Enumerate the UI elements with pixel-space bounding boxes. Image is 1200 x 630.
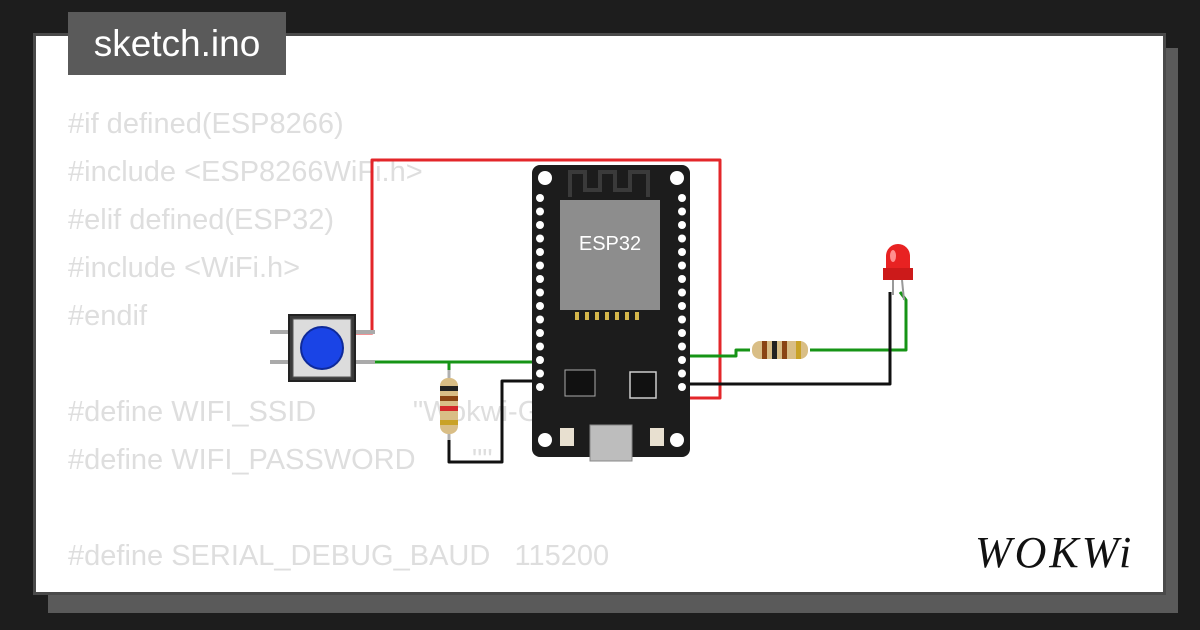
usb-chip bbox=[629, 371, 657, 399]
voltage-regulator bbox=[564, 369, 596, 397]
antenna-trace bbox=[568, 170, 650, 197]
header-pin[interactable] bbox=[536, 356, 544, 364]
header-pin[interactable] bbox=[536, 383, 544, 391]
header-pin[interactable] bbox=[536, 369, 544, 378]
header-pin[interactable] bbox=[678, 302, 686, 310]
code-line: #endif bbox=[68, 300, 148, 332]
code-line: #define WIFI_PASSWORD "" bbox=[68, 444, 493, 476]
push-button[interactable] bbox=[270, 314, 375, 382]
header-pin[interactable] bbox=[678, 369, 686, 378]
chip-label: ESP32 bbox=[579, 233, 641, 255]
wokwi-logo: WOKWi bbox=[975, 528, 1135, 577]
green-wire-led-resistor[interactable] bbox=[682, 348, 750, 358]
esp32-board[interactable]: ESP32 bbox=[532, 165, 690, 462]
black-wire-gnd[interactable] bbox=[447, 379, 540, 464]
code-line: #elif defined(ESP32) bbox=[68, 204, 334, 236]
esp32-module bbox=[560, 200, 660, 310]
header-pin[interactable] bbox=[536, 342, 544, 351]
code-line: #include <WiFi.h> bbox=[68, 252, 301, 284]
header-pin[interactable] bbox=[678, 275, 686, 283]
usb-port bbox=[589, 424, 633, 462]
red-led[interactable] bbox=[883, 244, 913, 301]
en-button[interactable] bbox=[650, 428, 664, 446]
boot-button[interactable] bbox=[560, 428, 574, 446]
header-pin[interactable] bbox=[678, 248, 686, 256]
header-pin[interactable] bbox=[678, 383, 686, 391]
header-pin[interactable] bbox=[678, 207, 686, 216]
header-pin[interactable] bbox=[536, 261, 544, 270]
right-pin-header bbox=[678, 194, 686, 391]
resistor-pulldown[interactable] bbox=[440, 370, 458, 440]
header-pin[interactable] bbox=[678, 261, 686, 270]
header-pin[interactable] bbox=[678, 342, 686, 351]
header-pin[interactable] bbox=[678, 329, 686, 337]
header-pin[interactable] bbox=[678, 194, 686, 202]
code-line: #define SERIAL_DEBUG_BAUD 115200 bbox=[68, 540, 610, 572]
header-pin[interactable] bbox=[678, 288, 686, 297]
module-pads bbox=[575, 312, 639, 320]
left-pin-header bbox=[536, 194, 544, 391]
header-pin[interactable] bbox=[678, 234, 686, 243]
header-pin[interactable] bbox=[536, 234, 544, 243]
header-pin[interactable] bbox=[536, 207, 544, 216]
green-wire-led[interactable] bbox=[810, 291, 908, 352]
header-pin[interactable] bbox=[536, 302, 544, 310]
header-pin[interactable] bbox=[536, 194, 544, 202]
mounting-holes bbox=[538, 171, 684, 447]
header-pin[interactable] bbox=[678, 356, 686, 364]
button-cap[interactable] bbox=[300, 326, 344, 370]
header-pin[interactable] bbox=[536, 221, 544, 229]
code-line: #if defined(ESP8266) bbox=[68, 108, 344, 140]
black-wire-led[interactable] bbox=[682, 292, 892, 386]
header-pin[interactable] bbox=[536, 275, 544, 283]
header-pin[interactable] bbox=[678, 315, 686, 324]
header-pin[interactable] bbox=[678, 221, 686, 229]
header-pin[interactable] bbox=[536, 288, 544, 297]
file-tab[interactable]: sketch.ino bbox=[68, 12, 286, 75]
header-pin[interactable] bbox=[536, 248, 544, 256]
header-pin[interactable] bbox=[536, 315, 544, 324]
header-pin[interactable] bbox=[536, 329, 544, 337]
resistor-led[interactable] bbox=[752, 341, 808, 359]
